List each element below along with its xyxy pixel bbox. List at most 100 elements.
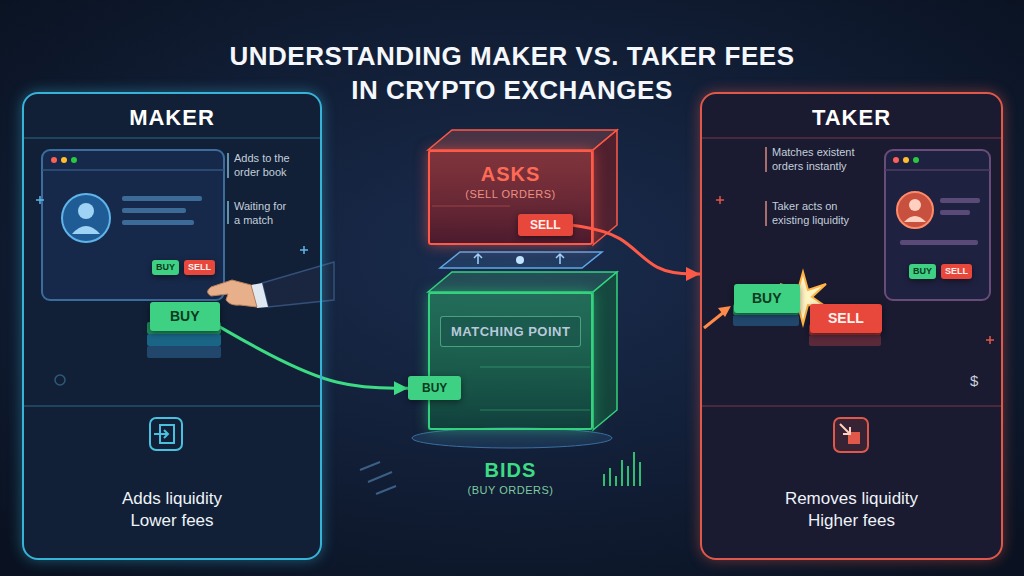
button-text: SELL <box>828 310 864 327</box>
order-block: BUY <box>150 302 220 331</box>
tick-line <box>765 147 767 172</box>
sparkle <box>986 336 994 344</box>
bid-stack: BIDS(BUY ORDERS)MATCHING POINTBUY <box>428 292 593 430</box>
stack-face <box>593 130 617 245</box>
liquidity-icon <box>834 418 868 452</box>
divider-line <box>702 137 1001 139</box>
panel-footer: Removes liquidity Higher fees <box>773 488 931 532</box>
stack-base <box>412 428 612 448</box>
order-button: BUY <box>408 376 461 400</box>
tick-line <box>227 153 229 178</box>
order-block: SELL <box>518 214 573 236</box>
button-text: SELL <box>530 218 561 232</box>
push-arrow <box>704 312 724 328</box>
divider-line <box>24 405 320 407</box>
button-text: BUY <box>752 290 782 307</box>
streaks <box>360 462 396 494</box>
flow-arrow <box>220 327 408 388</box>
matching-zone: MATCHING POINT <box>440 316 581 347</box>
note-text: Matches existent orders instantly <box>772 146 865 174</box>
text-line <box>900 240 978 245</box>
volume-bars <box>604 452 640 486</box>
text-line <box>122 220 194 225</box>
screen-button: SELL <box>184 260 215 275</box>
stack-layer <box>480 410 590 411</box>
sparkle <box>300 246 308 254</box>
divider-line <box>702 405 1001 407</box>
button-text: BUY <box>422 381 447 395</box>
block-layer <box>147 346 221 358</box>
stack-face <box>428 130 617 150</box>
order-block: SELL <box>810 304 882 333</box>
stack-face <box>428 272 617 292</box>
push-arrow <box>718 306 731 317</box>
sparkle <box>55 375 65 385</box>
order-block: BUY <box>734 284 800 313</box>
stack-subtitle: (BUY ORDERS) <box>468 484 554 496</box>
tick-line <box>765 201 767 226</box>
block-layer <box>733 315 799 326</box>
stack-face <box>593 272 617 430</box>
block-layer <box>147 334 221 346</box>
panel-fill <box>700 92 1003 560</box>
panel-footer: Adds liquidity Lower fees <box>110 488 235 532</box>
button-text: SELL <box>945 266 968 277</box>
stack-face <box>428 150 593 245</box>
title: UNDERSTANDING MAKER VS. TAKER FEES IN CR… <box>217 40 808 108</box>
avatar-body <box>904 216 926 222</box>
avatar-head <box>78 203 94 219</box>
sleeve <box>262 262 334 307</box>
screen-button: BUY <box>909 264 936 279</box>
sparkle <box>36 196 44 204</box>
window-dot <box>893 157 899 163</box>
stack-heading: ASKS <box>481 162 541 186</box>
stack-heading: BIDS <box>485 458 537 482</box>
window-dot <box>71 157 77 163</box>
note-text: Adds to the order book <box>234 152 301 180</box>
window-dot <box>903 157 909 163</box>
window-dot <box>61 157 67 163</box>
note-text: Waiting for a match <box>234 200 294 228</box>
button-text: BUY <box>156 262 175 273</box>
text-line <box>122 196 202 201</box>
tick-line <box>227 201 229 224</box>
button-text: SELL <box>188 262 211 273</box>
text-line <box>122 208 186 213</box>
stack-face <box>428 292 593 430</box>
screen-button: BUY <box>152 260 179 275</box>
window-dot <box>913 157 919 163</box>
screen <box>42 150 224 300</box>
avatar <box>897 192 933 228</box>
zone-label: MATCHING POINT <box>451 324 570 339</box>
divider-line <box>24 137 320 139</box>
button-text: BUY <box>913 266 932 277</box>
side-panel: TAKER Removes liquidity Higher fees BUY SEL… <box>700 92 1003 560</box>
sparkle <box>716 196 724 204</box>
ask-stack: ASKS (SELL ORDERS) SELL <box>428 150 593 245</box>
avatar-head <box>909 199 921 211</box>
matching-plane <box>440 252 602 268</box>
panel-heading: MAKER <box>129 105 215 131</box>
currency-symbol: $ <box>970 372 978 391</box>
stack-layer <box>480 367 590 368</box>
screen-bar <box>885 169 990 171</box>
up-arrow <box>474 254 482 264</box>
stack-subtitle: (SELL ORDERS) <box>465 188 555 200</box>
text-line <box>940 210 970 215</box>
avatar-body <box>72 226 100 234</box>
text-line <box>940 198 980 203</box>
button-text: BUY <box>170 308 200 325</box>
stack-layer <box>432 206 510 207</box>
block-layer <box>809 335 881 346</box>
avatar <box>62 194 110 242</box>
match-dot <box>516 256 524 264</box>
screen-bar <box>42 169 224 171</box>
liquidity-icon <box>154 430 168 438</box>
up-arrow <box>556 254 564 264</box>
screen-button: SELL <box>941 264 972 279</box>
panel-fill <box>22 92 322 560</box>
liquidity-icon <box>150 418 182 450</box>
liquidity-icon <box>840 424 850 434</box>
panel-heading: TAKER <box>812 105 891 131</box>
